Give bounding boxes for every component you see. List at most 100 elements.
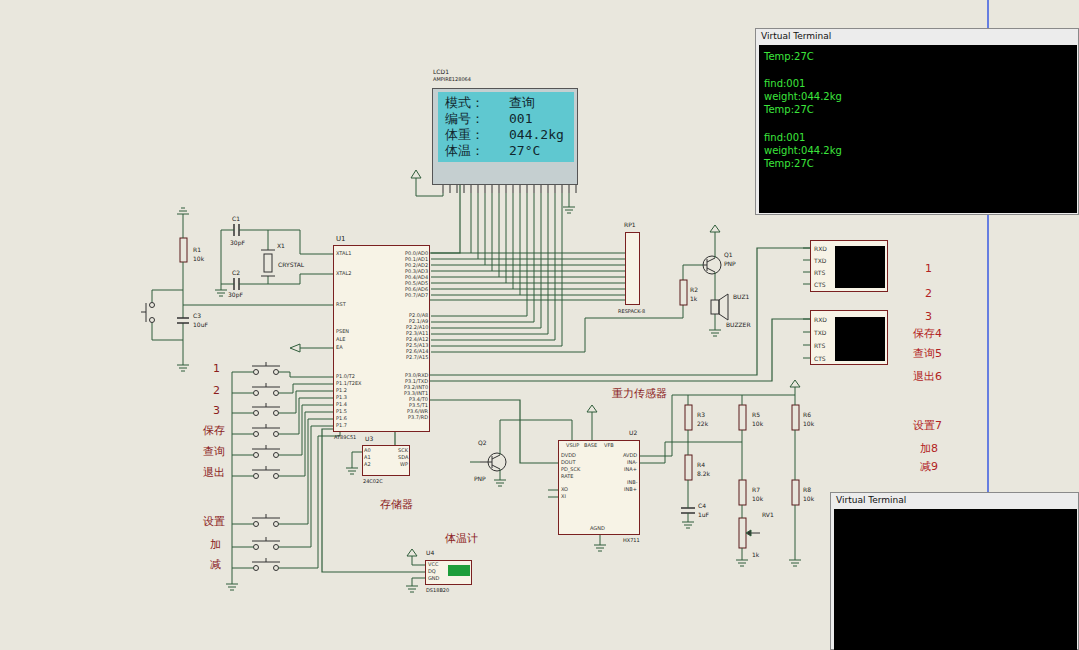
- pin-name: P1.5: [336, 409, 347, 415]
- part-value: 1k: [752, 552, 759, 559]
- part-value: X1: [277, 243, 285, 250]
- pin-name: P2.6/A14: [406, 349, 428, 355]
- display-screen: [759, 45, 1077, 213]
- pin-name: INB+: [624, 487, 637, 493]
- ground-symbol: [226, 584, 238, 590]
- display-screen: [834, 509, 1077, 650]
- component-text: find:001: [764, 78, 805, 90]
- pin-name: SCK: [398, 448, 408, 454]
- crystal-symbol: [261, 250, 275, 276]
- component-text: RXD: [814, 246, 827, 253]
- part-value: R1: [193, 247, 201, 254]
- component-text: LCD1: [433, 69, 449, 76]
- pin-name: INB-: [627, 480, 637, 486]
- switch-contact: [150, 318, 155, 323]
- part-value: R6: [803, 412, 811, 419]
- pin-name: P1.6: [336, 416, 347, 422]
- terminal-window: Virtual Terminal: [830, 492, 1079, 650]
- pin-name: BASE: [584, 443, 597, 449]
- pin-name: EA: [336, 345, 343, 351]
- component-text: weight:044.2kg: [764, 145, 842, 157]
- lcd-display: LCD1AMPIRE128064模式：查询编号：001体重：044.2kg体温：…: [432, 88, 578, 185]
- key-list-label: 2: [925, 288, 932, 301]
- ground-symbol: [177, 208, 189, 371]
- pin-name: P0.3/AD3: [405, 269, 428, 275]
- pin-name: A1: [364, 455, 371, 461]
- pin-name: P3.2/INT0: [404, 385, 428, 391]
- serial-terminal: RXDTXDRTSCTS: [810, 240, 888, 292]
- part-value: 8.2k: [697, 471, 710, 478]
- control-lines: [431, 193, 562, 346]
- part-value: 10k: [193, 256, 204, 263]
- pin-name: P1.7: [336, 423, 347, 429]
- pin-name: P0.1/AD1: [405, 257, 428, 263]
- ground-symbol: [215, 290, 227, 296]
- pin-name: PSEN: [336, 329, 349, 335]
- component-text: CTS: [814, 356, 826, 363]
- part-value: 10k: [752, 421, 763, 428]
- part-value: C4: [698, 503, 706, 510]
- pin-name: VSUP: [566, 443, 579, 449]
- pin-name: P2.5/A13: [406, 343, 428, 349]
- reset-wires: [152, 214, 333, 365]
- potentiometer-symbol: [739, 518, 746, 548]
- component-text: Virtual Terminal: [761, 31, 831, 41]
- pin-name: RATE: [561, 474, 574, 480]
- push-buttons: [252, 362, 280, 571]
- switch-bar: [141, 303, 146, 322]
- resistor-symbol: [739, 405, 746, 430]
- power-arrow: [710, 225, 720, 232]
- wire: [394, 432, 395, 445]
- pin-name: RST: [336, 302, 346, 308]
- component-text: Temp:27C: [764, 104, 814, 116]
- ground-symbol: [709, 330, 721, 336]
- part-value: Q1: [724, 252, 733, 259]
- button-label: 2: [213, 385, 220, 398]
- pin-name: P0.4/AD4: [405, 275, 428, 281]
- ground-symbol: [406, 586, 418, 592]
- component-text: AMPIRE128064: [433, 77, 471, 83]
- part-value: CRYSTAL: [278, 262, 304, 269]
- wire: [430, 248, 810, 375]
- component-text: U1: [336, 235, 346, 243]
- pin-name: P2.0/A8: [409, 313, 428, 319]
- pin-name: P3.1/TXD: [405, 379, 428, 385]
- pin-name: P2.3/A11: [406, 331, 428, 337]
- key-list-label: 3: [925, 311, 932, 324]
- part-value: R2: [690, 287, 698, 294]
- oscillator-wires: [221, 230, 333, 290]
- pin-name: P3.7/RD: [408, 415, 428, 421]
- component-text: CTS: [814, 282, 826, 289]
- component-text: RESPACK-8: [618, 309, 645, 315]
- component-text: find:001: [764, 132, 805, 144]
- button-label: 1: [213, 363, 220, 376]
- pin-name: INA-: [627, 460, 637, 466]
- pin-name: ALE: [336, 337, 345, 343]
- pin-name: P0.7/AD7: [405, 293, 428, 299]
- part-value: PNP: [474, 476, 486, 483]
- part-value: 30pF: [230, 240, 245, 247]
- ground-symbol: [346, 468, 358, 474]
- pin-name: SDA: [398, 455, 408, 461]
- pin-name: WP: [400, 462, 408, 468]
- pin-name: XTAL2: [336, 271, 351, 277]
- pin-name: VCC: [428, 562, 438, 568]
- part-value: R8: [803, 487, 811, 494]
- button-label: 查询: [203, 446, 225, 459]
- pin-name: P2.4/A12: [406, 337, 428, 343]
- component-text: 001: [509, 112, 532, 127]
- key-list-label: 退出6: [913, 371, 942, 384]
- potentiometer-wiper: [746, 530, 751, 536]
- pin-name: P3.4/T0: [409, 397, 428, 403]
- component-text: Temp:27C: [764, 51, 814, 63]
- component-text: RTS: [814, 343, 825, 350]
- capacitor-symbol: [234, 224, 239, 290]
- part-value: RV1: [762, 512, 774, 519]
- part-value: 30pF: [228, 292, 243, 299]
- pin-name: DQ: [428, 569, 436, 575]
- transistor-symbol: [703, 258, 715, 272]
- pin-name: P0.5/AD5: [405, 281, 428, 287]
- section-label: 存储器: [380, 499, 413, 512]
- wire: [322, 429, 425, 572]
